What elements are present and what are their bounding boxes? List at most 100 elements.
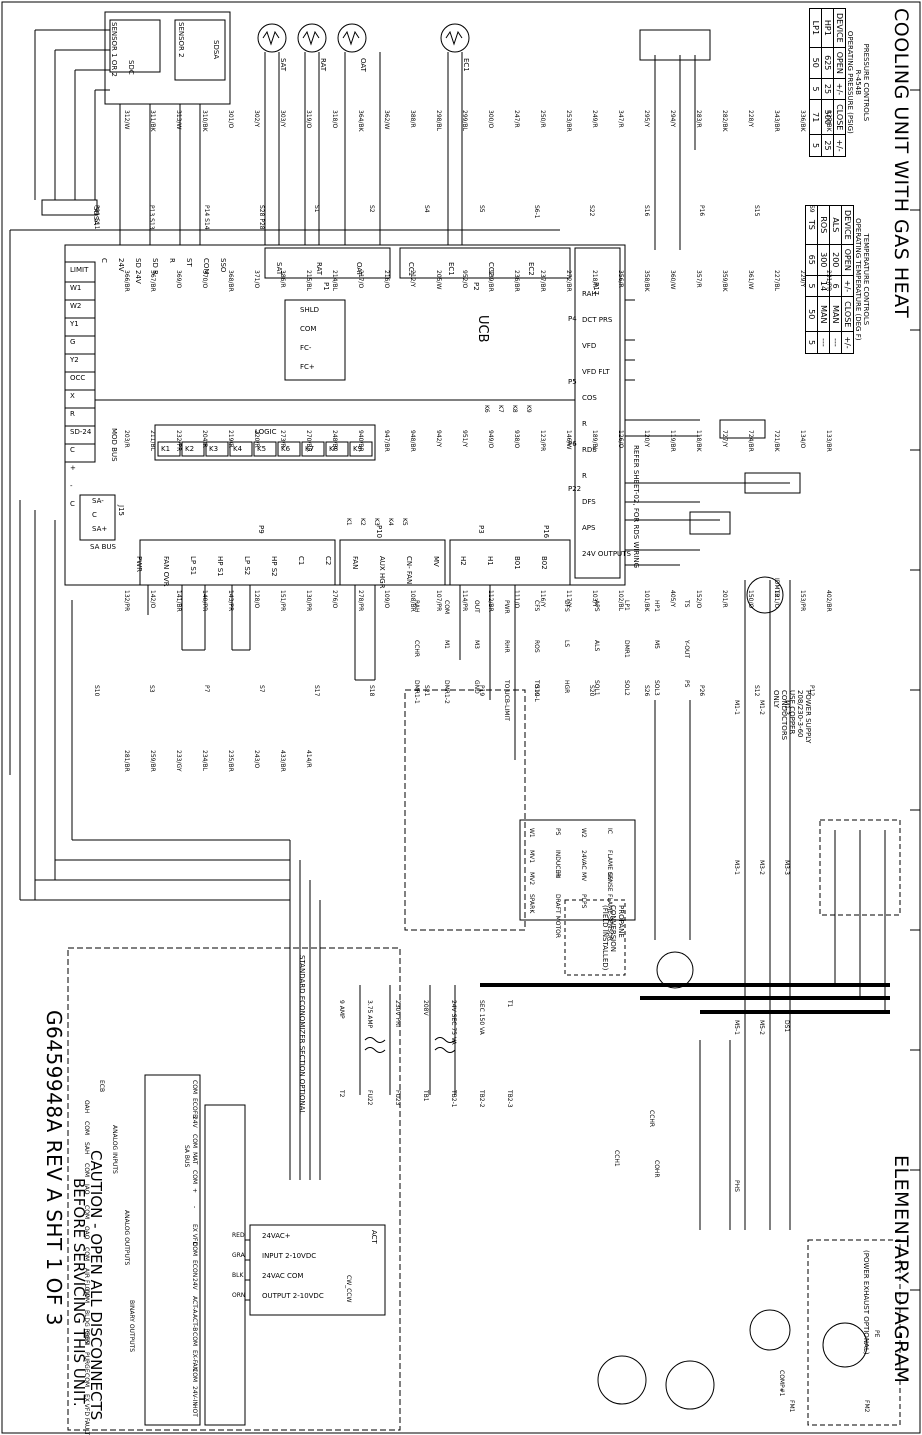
wire-label: 118/BK (695, 430, 702, 452)
component-label: Y-OUT (683, 640, 690, 659)
econ-input-label: PURGE (83, 1352, 90, 1373)
sdsa-box (41, 199, 98, 216)
wire-label: 227/BL (773, 270, 780, 291)
plug-label: S12 (753, 685, 760, 697)
transformer-label: 3.75 AMP (366, 1000, 373, 1029)
wire-label: 140/PR (201, 590, 208, 612)
relay-contact-label: M3-2 (758, 860, 765, 875)
right-terminal-label: VFD FLT (582, 368, 610, 376)
wire-label: 216/O (383, 270, 390, 289)
econ-terminal-label: COM (191, 1170, 198, 1185)
wire-label: 211/BL (149, 430, 156, 451)
plug-label: S18 (368, 685, 375, 697)
coil-terminal-label: EC2 (527, 262, 535, 276)
ucb-left-terminal: + (70, 464, 76, 472)
relay-label: K1 (161, 445, 171, 453)
econ-input-label: SAH (83, 1142, 90, 1155)
power-bus (480, 983, 890, 1014)
wire-label: 362/W (383, 110, 390, 130)
plug-label: S20 (588, 685, 595, 697)
wire-label: 276/O (331, 590, 338, 609)
component-label: PS (683, 680, 690, 688)
sensor-ref-label: EC1 (462, 58, 470, 72)
wire-label: 358/BK (643, 270, 650, 292)
bottom-terminal-label: HP S2 (270, 556, 278, 577)
wire-label: 114/PR (461, 590, 468, 612)
econ-terminal-label: COM (191, 1368, 198, 1383)
sa-bus-box (79, 494, 116, 541)
actuator-wire-color: BLK (232, 1272, 244, 1279)
wire-label: 388/R (409, 110, 416, 128)
wire-label: 270/BR (305, 430, 312, 452)
wire-label: 364/BK (357, 110, 364, 132)
shield-terminal-label: FC+ (300, 363, 315, 371)
component-label: HGR (563, 680, 570, 694)
bottom-terminal-label: H1 (486, 556, 494, 566)
plug-label: S7 (258, 685, 265, 693)
transformer-label: TB2-3 (506, 1090, 513, 1108)
transformer-label: 208V (422, 1000, 429, 1016)
bottom-terminal-label: FAN (351, 556, 359, 570)
bottom-terminal-label: AUX HGR (378, 556, 386, 589)
sdc-label: SDSA (212, 40, 220, 60)
table-cell: 25 (821, 134, 834, 157)
wire-label: 228/Y (747, 110, 754, 128)
wire-label: 273/R (279, 430, 286, 448)
econ-terminal-label: COM (191, 1242, 198, 1257)
motor-label: CCH1 (613, 1150, 620, 1167)
gas-component-label: FLAME-SENSOR (606, 894, 613, 941)
aux-relay-label: K9 (525, 405, 532, 413)
ucb-left-terminal: Y2 (70, 356, 79, 364)
actuator-wire-color: GRA (232, 1252, 245, 1259)
temperature-subheader: OPERATING TEMPERATURE (DEG F) (854, 218, 862, 341)
power-supply-note: POWER SUPPLY 208/230-3-60 USE COPPER CON… (772, 690, 812, 744)
wire-label: 143/PR (227, 590, 234, 612)
power-supply-lines (654, 580, 886, 1230)
wire-label: 949/O (487, 430, 494, 449)
pressure-grid: DEVICE OPEN +/- CLOSE +/- HP1 625 25 500… (809, 8, 846, 157)
wire-label: 117/Y (565, 590, 572, 608)
bottom-wire-drops (147, 585, 516, 760)
pressure-header-open: OPEN (833, 47, 846, 79)
relay-contact-label: PHS (733, 1180, 740, 1192)
wire-label: 109/O (383, 590, 390, 609)
wire-label: 259/BR (149, 750, 156, 772)
econ-terminal-label: - (191, 1206, 198, 1209)
wire-label: 103/Y (591, 590, 598, 608)
ucb-top-terminal: SSO (219, 258, 227, 273)
plug-label: P14 S14 (203, 205, 210, 230)
component-label: PWR (503, 600, 510, 614)
sa-terminal-label: SA- (92, 497, 104, 505)
wire-label: 220/R (253, 430, 260, 448)
transformer-label: TB1 (422, 1090, 429, 1102)
wire-label: 101/BK (643, 590, 650, 612)
temperature-table: TEMPERATURE CONTROLS OPERATING TEMPERATU… (805, 205, 870, 354)
sensor-ref-label: RAT (319, 58, 327, 72)
econ-input-label: EX VFD FAULT (83, 1394, 90, 1435)
actuator-line: 24VAC+ (262, 1232, 291, 1240)
component-label: DMR1 (623, 640, 630, 658)
transformer-label: 230V PRI (394, 1000, 401, 1028)
econ-input-label: COM (83, 1373, 90, 1388)
bottom-terminal-label: PWR (135, 556, 143, 573)
ucb-left-terminal: G (70, 338, 76, 346)
wire-label: 366/BR (123, 270, 130, 292)
table-cell: 5 (809, 134, 822, 157)
component-label: M1 (443, 640, 450, 649)
econ-terminal-label: COM (191, 1332, 198, 1347)
aps-switch (689, 511, 731, 535)
wire-label: 250/R (539, 110, 546, 128)
plug-label: S3 (148, 685, 155, 693)
econ-group-label: ANALOG INPUTS (111, 1125, 118, 1174)
econ-terminal-label: MAT (191, 1152, 198, 1165)
propane-conversion-box (564, 899, 626, 976)
ucb-left-terminal: SD-24 (70, 428, 92, 436)
right-terminal-label: RDS (582, 446, 597, 454)
econ-terminal-label: ACT-A (191, 1296, 198, 1314)
wire-label: 235/BR (227, 750, 234, 772)
wire-label: 361/W (747, 270, 754, 290)
pressure-header-tol2: +/- (833, 134, 846, 157)
wire-label: 301/O (227, 110, 234, 129)
ucb-left-terminal: R (70, 410, 75, 418)
